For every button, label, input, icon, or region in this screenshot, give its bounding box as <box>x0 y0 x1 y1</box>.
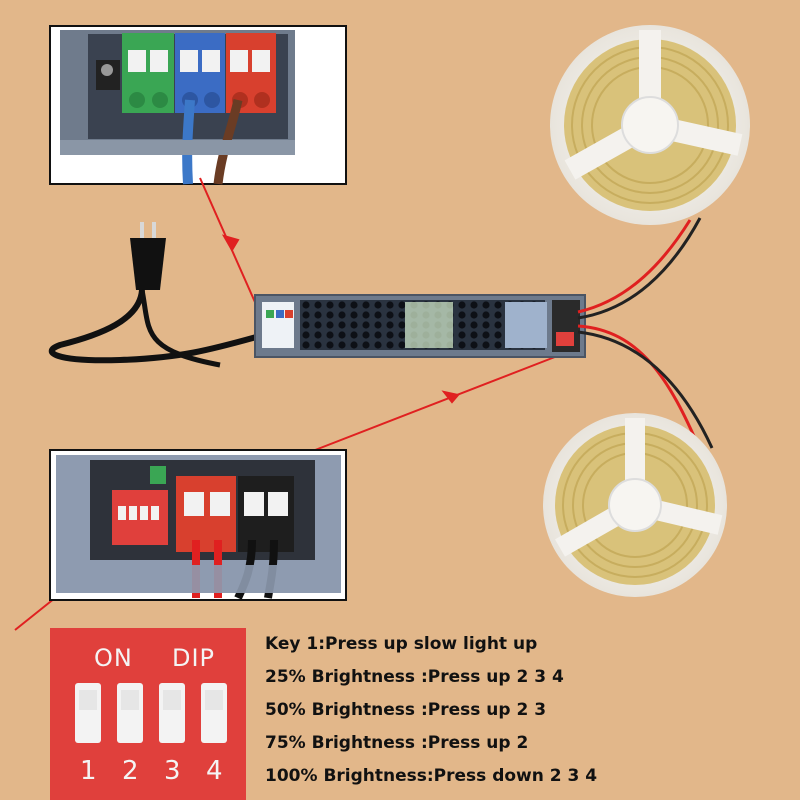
ac-terminal-inset <box>49 25 347 185</box>
led-strip-reel-icon-2 <box>543 413 727 597</box>
instruction-line: 75% Brightness :Press up 2 <box>265 733 529 753</box>
dip-switch-number-4: 4 <box>206 756 223 786</box>
power-supply-icon <box>254 294 586 358</box>
dip-switch-number-2: 2 <box>122 756 139 786</box>
brightness-instructions: Key 1:Press up slow light up 25% Brightn… <box>265 628 597 793</box>
dip-switch-number-3: 3 <box>164 756 181 786</box>
plug-icon <box>48 222 261 368</box>
dip-on-label: ON <box>94 644 133 672</box>
led-strip-reel-icon <box>550 25 750 225</box>
instruction-line: 25% Brightness :Press up 2 3 4 <box>265 667 564 687</box>
instruction-line: Key 1:Press up slow light up <box>265 634 538 654</box>
dip-switch-number-1: 1 <box>80 756 97 786</box>
instruction-line: 100% Brightness:Press down 2 3 4 <box>265 766 598 786</box>
dip-dip-label: DIP <box>172 644 216 672</box>
output-wires <box>577 217 714 451</box>
dc-terminal-inset <box>49 449 347 601</box>
dip-switch-closeup <box>50 628 246 800</box>
instruction-line: 50% Brightness :Press up 2 3 <box>265 700 547 720</box>
